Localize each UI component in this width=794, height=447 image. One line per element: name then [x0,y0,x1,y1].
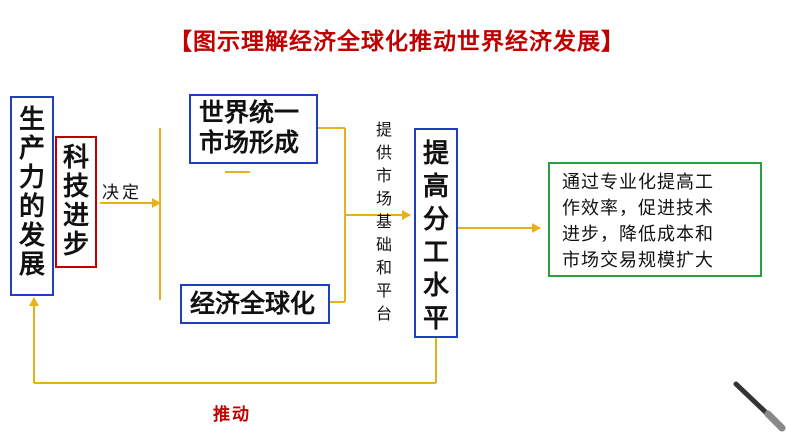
division-char: 工 [422,238,449,268]
production-development-box: 生 产 力 的 发 展 [10,96,54,296]
tech-char: 进 [62,201,89,231]
production-char: 力 [18,163,45,193]
tech-char: 步 [62,230,89,260]
decide-label: 决定 [102,183,142,203]
division-level-box: 提 高 分 工 水 平 [414,128,458,338]
world-market-box: 世界统一 市场形成 [189,94,318,164]
production-char: 生 [18,105,45,135]
division-char: 高 [422,172,449,202]
division-char: 分 [422,205,449,235]
brush-decoration-icon [733,381,786,432]
globalization-box: 经济全球化 [180,284,330,324]
globalization-label: 经济全球化 [190,289,316,318]
provide-char: 平 [375,281,392,300]
provide-char: 提 [375,120,392,139]
provide-char: 础 [375,235,392,254]
result-line: 进步，降低成本和 [562,224,714,245]
tech-char: 科 [62,143,89,173]
world-market-line: 世界统一 [199,98,300,127]
provide-char: 基 [375,212,392,231]
provide-char: 供 [375,143,392,162]
provide-char: 和 [375,258,392,277]
provide-char: 台 [375,304,392,323]
production-char: 的 [18,192,45,222]
provide-char: 市 [375,166,392,185]
provide-label: 提 供 市 场 基 础 和 平 台 [374,118,394,325]
division-char: 提 [422,139,449,169]
result-line: 市场交易规模扩大 [562,250,714,271]
push-label: 推动 [213,405,251,425]
tech-char: 技 [62,172,89,202]
division-char: 水 [422,271,449,301]
result-line: 通过专业化提高工 [562,172,714,193]
result-box: 通过专业化提高工 作效率，促进技术 进步，降低成本和 市场交易规模扩大 [548,162,762,277]
division-char: 平 [422,304,449,334]
world-market-line: 市场形成 [199,128,300,157]
provide-char: 场 [375,189,392,208]
diagram-title: 【图示理解经济全球化推动世界经济发展】 [169,29,625,55]
tech-progress-box: 科 技 进 步 [55,136,97,268]
production-char: 产 [18,134,45,164]
production-char: 展 [18,250,45,280]
result-line: 作效率，促进技术 [562,198,714,219]
production-char: 发 [18,221,45,251]
